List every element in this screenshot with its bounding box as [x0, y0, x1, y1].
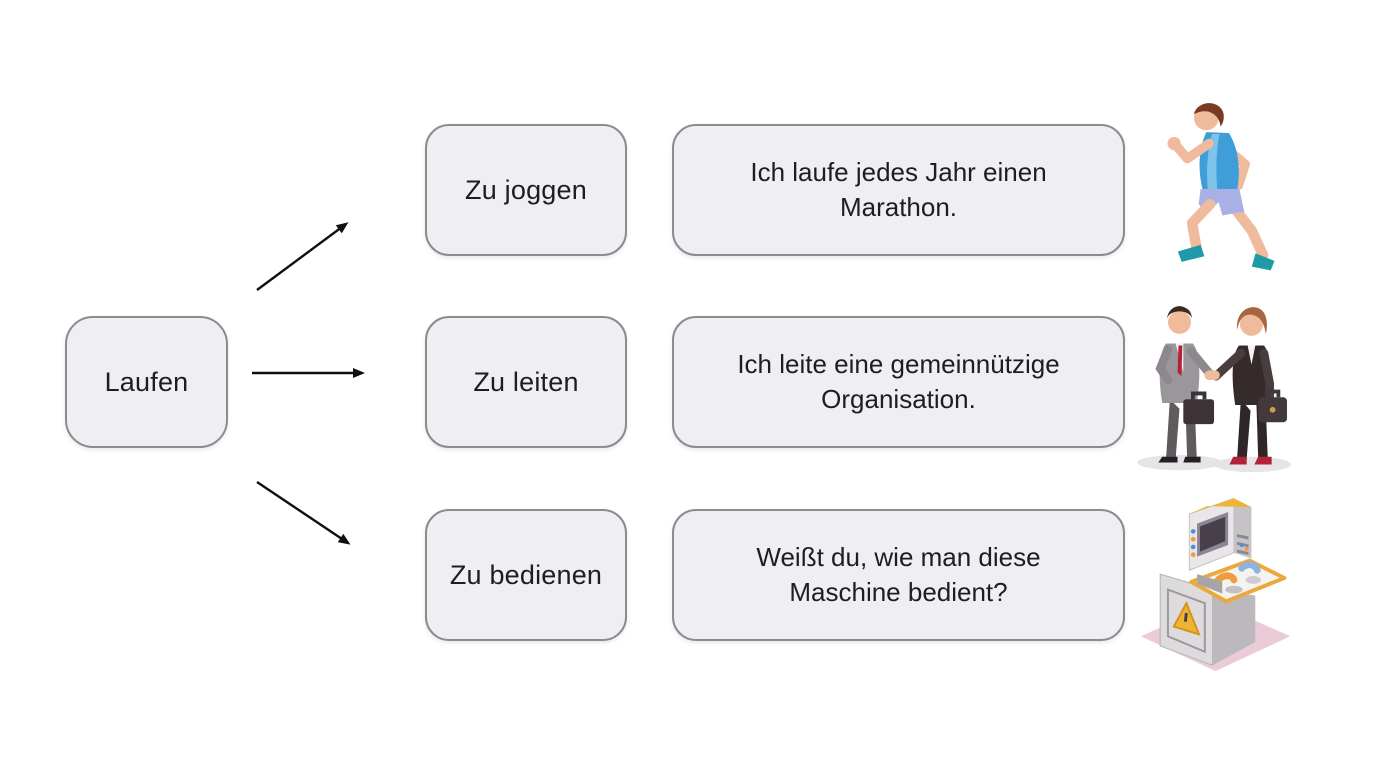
business-people-handshake-illustration [1130, 284, 1300, 476]
sentence-text: Ich leite eine gemeinnützige Organisatio… [737, 348, 1060, 414]
running-man-illustration [1148, 98, 1293, 278]
root-box-laufen: Laufen [65, 316, 228, 448]
sentence-text: Ich laufe jedes Jahr einen Marathon. [750, 156, 1047, 222]
root-label: Laufen [104, 366, 189, 397]
industrial-machine-icon [1140, 497, 1291, 672]
word-label: Zu joggen [465, 174, 587, 205]
arrow-to-bedienen [256, 481, 351, 545]
word-label: Zu bedienen [449, 559, 603, 590]
arrow-to-joggen [256, 222, 349, 291]
sentence-box-maschine: Weißt du, wie man diese Maschine bedient… [672, 509, 1125, 641]
industrial-machine-illustration [1133, 480, 1298, 676]
running-man-icon [1167, 103, 1275, 271]
word-label: Zu leiten [473, 366, 579, 397]
word-box-zu-leiten: Zu leiten [425, 316, 627, 448]
word-box-zu-bedienen: Zu bedienen [425, 509, 627, 641]
word-box-zu-joggen: Zu joggen [425, 124, 627, 256]
sentence-box-marathon: Ich laufe jedes Jahr einen Marathon. [672, 124, 1125, 256]
business-handshake-icon [1137, 306, 1291, 473]
sentence-box-organisation: Ich leite eine gemeinnützige Organisatio… [672, 316, 1125, 448]
sentence-text: Weißt du, wie man diese Maschine bedient… [756, 541, 1041, 607]
